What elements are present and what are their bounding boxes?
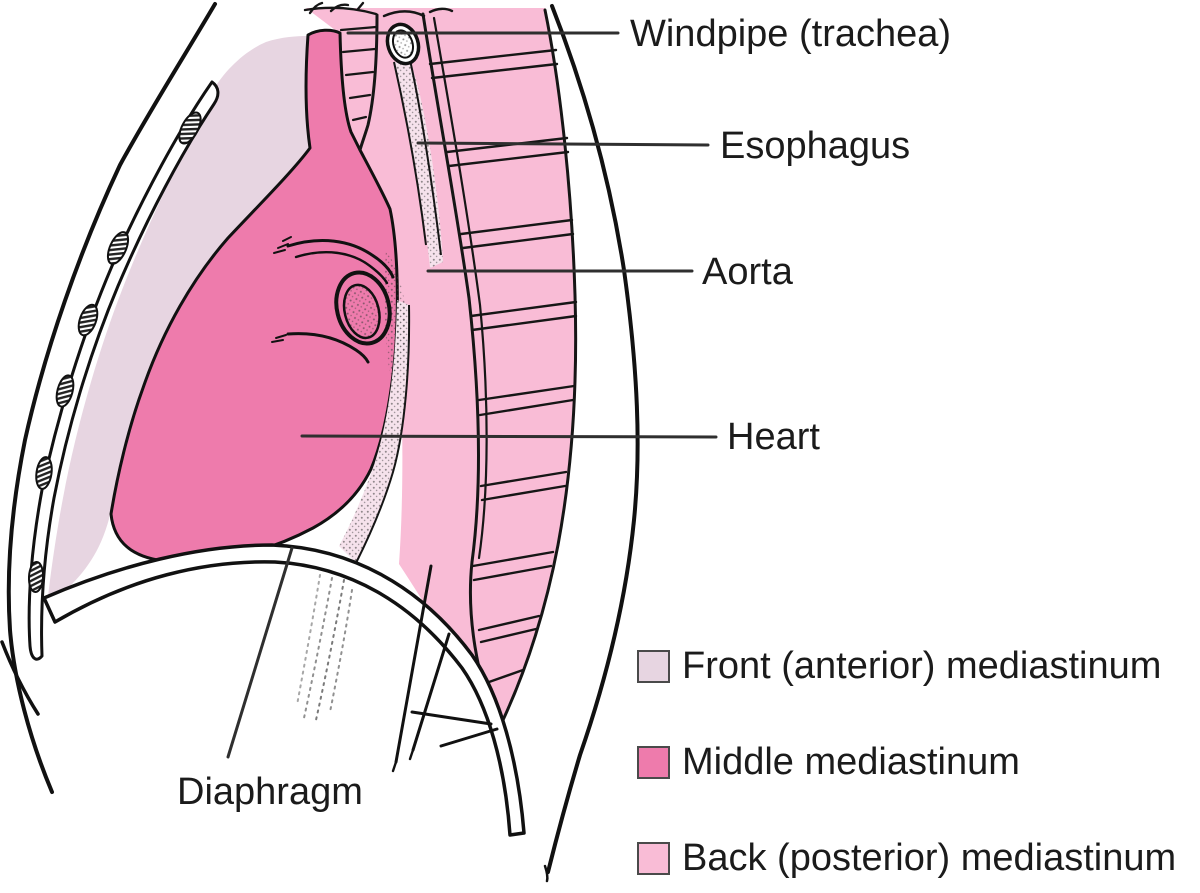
legend-label-posterior: Back (posterior) mediastinum (682, 837, 1177, 879)
front-body-outline (0, 2, 217, 794)
label-aorta: Aorta (702, 251, 793, 293)
back-body-outline (543, 4, 640, 883)
anterior-color-swatch (637, 649, 670, 683)
lumbar-spine-lines (391, 564, 499, 773)
leader-lines (226, 31, 718, 759)
legend-label-middle: Middle mediastinum (682, 741, 1020, 783)
esophagus-lower-stipple (296, 574, 353, 721)
legend-item-middle: Middle mediastinum (637, 740, 1020, 784)
diaphragm-curve (42, 543, 526, 837)
costal-cartilages (27, 111, 202, 593)
posterior-color-swatch (637, 841, 670, 875)
sternum-chest-wall (27, 80, 220, 661)
arch-sketch-hatch (271, 236, 292, 343)
anterior-mediastinum-region (47, 36, 309, 607)
leader-line-diaphragm (226, 546, 294, 759)
label-windpipe: Windpipe (trachea) (630, 13, 952, 55)
leader-line-heart (300, 434, 718, 439)
middle-color-swatch (637, 745, 670, 779)
neck-strokes (303, 1, 454, 18)
posterior-mediastinum-region (306, 8, 576, 729)
leader-line-esophagus (416, 141, 710, 147)
legend-item-posterior: Back (posterior) mediastinum (637, 836, 1176, 880)
label-diaphragm: Diaphragm (177, 771, 363, 813)
aorta-arch (271, 236, 395, 364)
aorta-cross-section (334, 270, 392, 346)
legend-label-anterior: Front (anterior) mediastinum (682, 645, 1162, 687)
intervertebral-disc-lines (428, 48, 578, 684)
legend-item-anterior: Front (anterior) mediastinum (637, 644, 1161, 688)
artist-tick (543, 864, 549, 883)
label-esophagus: Esophagus (720, 125, 911, 167)
trachea-rings (339, 25, 378, 122)
trachea (303, 1, 454, 152)
label-heart: Heart (727, 416, 820, 458)
